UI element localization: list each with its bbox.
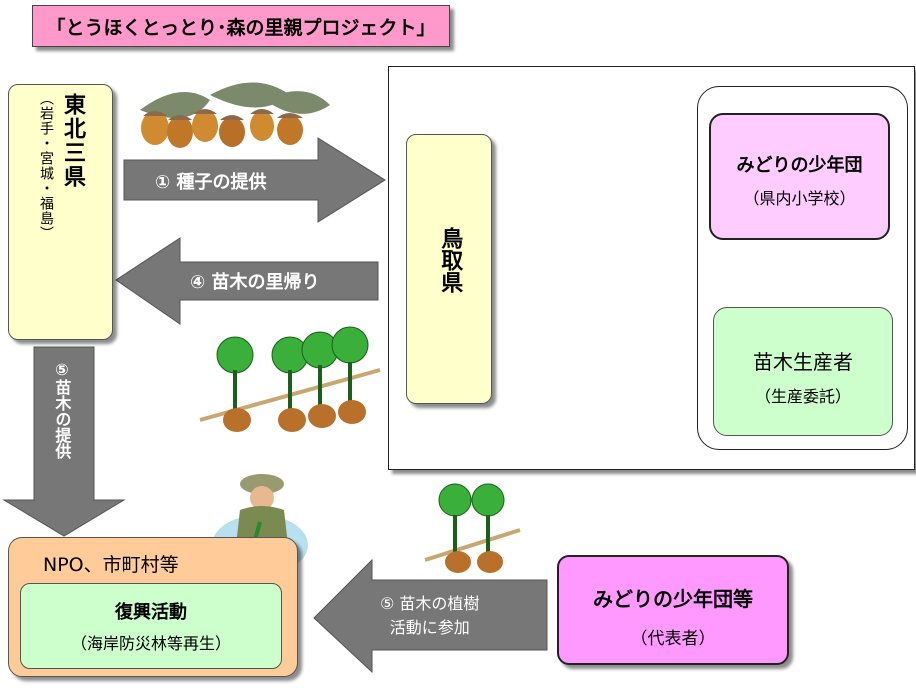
tohoku-name: 東北三県 bbox=[60, 93, 85, 189]
nursery-name: 苗木生産者 bbox=[753, 350, 853, 374]
sapling-group-icon bbox=[199, 326, 381, 432]
arrow-1-label: ① 種子の提供 bbox=[155, 172, 267, 193]
arrow-3-label: ③ 苗木 bbox=[560, 302, 618, 323]
midori-school-name: みどりの少年団 bbox=[736, 155, 863, 176]
fukko-name: 復興活動 bbox=[115, 602, 187, 623]
arrow-2-label: ② 種子 bbox=[555, 225, 613, 246]
arrow-4-label: ④ 苗木の里帰り bbox=[190, 272, 320, 293]
arrow-5-sapling-provide bbox=[2, 346, 126, 537]
tottori-prefecture-box: 鳥取県 bbox=[406, 134, 492, 404]
arrow-5-planting-participation bbox=[313, 558, 548, 674]
midori-school-box: みどりの少年団 （県内小学校） bbox=[709, 113, 890, 240]
midori-rep-sub: （代表者） bbox=[630, 629, 716, 649]
midori-representative-box: みどりの少年団等 （代表者） bbox=[557, 555, 789, 665]
arrow-5-line2: 活動に参加 bbox=[389, 618, 470, 637]
arrow-5-planting-label: ⑤ 苗木の植樹 活動に参加 bbox=[380, 592, 479, 640]
npo-name: NPO、市町村等 bbox=[43, 554, 179, 576]
tohoku-three-prefectures-box: 東北三県 （岩手・宮城・福島） bbox=[8, 84, 113, 340]
arrow-5-vertical-label: ⑤苗木の提供 bbox=[52, 360, 72, 459]
tottori-name: 鳥取県 bbox=[437, 227, 463, 293]
midori-school-sub: （県内小学校） bbox=[743, 189, 856, 208]
project-title-text: 「とうほくとっとり･森の里親プロジェクト」 bbox=[46, 16, 436, 39]
sapling-group-icon bbox=[424, 483, 521, 573]
arrow-1-seed-supply bbox=[123, 137, 386, 223]
project-title: 「とうほくとっとり･森の里親プロジェクト」 bbox=[32, 5, 450, 47]
acorn-cluster-icon bbox=[140, 82, 330, 148]
tohoku-sub: （岩手・宮城・福島） bbox=[38, 91, 54, 241]
midori-rep-name: みどりの少年団等 bbox=[593, 587, 753, 611]
reconstruction-activity-box: 復興活動 （海岸防災林等再生） bbox=[20, 583, 282, 669]
arrow-5-line1: ⑤ 苗木の植樹 bbox=[380, 594, 480, 613]
nursery-producer-box: 苗木生産者 （生産委託） bbox=[713, 307, 893, 436]
fukko-sub: （海岸防災林等再生） bbox=[70, 634, 231, 653]
nursery-sub: （生産委託） bbox=[754, 387, 851, 406]
arrow-4-sapling-return bbox=[115, 237, 379, 325]
